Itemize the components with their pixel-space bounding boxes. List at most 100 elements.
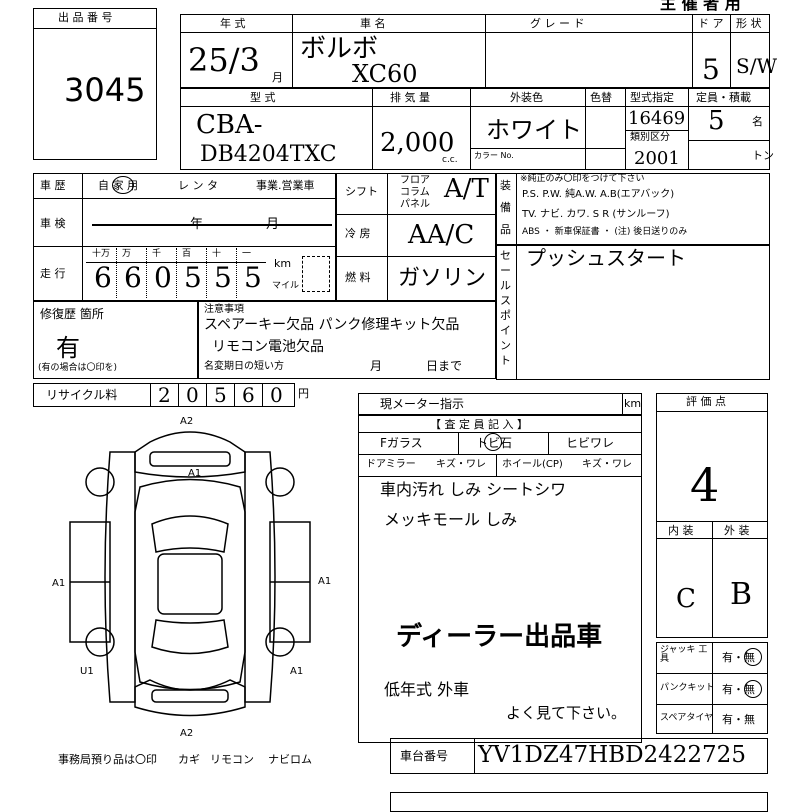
inspection-label: 車 検 — [40, 217, 66, 230]
repair-note: (有の場合は〇印を) — [38, 363, 118, 373]
history-label: 車 歴 — [40, 179, 66, 192]
exterior-value: B — [730, 577, 753, 612]
shift-panel: パネル — [400, 199, 430, 210]
meter-unit: km — [624, 397, 642, 410]
recycle-block — [33, 383, 295, 407]
notice-line-1: スペアーキー欠品 パンク修理キット欠品 — [204, 317, 460, 333]
interior-label: 内 装 — [668, 524, 694, 537]
mileage-header: 百 — [182, 249, 192, 259]
car-diagram: A2 A1 A1 A1 U1 A1 A2 — [52, 416, 331, 738]
year-header: 年 式 — [220, 17, 246, 30]
inspector-comment-1: 車内汚れ しみ シートシワ — [380, 480, 567, 499]
mark-right-rear: A1 — [290, 666, 303, 677]
color-change-header: 色替 — [590, 91, 612, 104]
mark-left: A1 — [52, 578, 65, 589]
footer-remote: リモコン — [210, 753, 254, 766]
inspector-comment-4: よく見て下さい。 — [506, 704, 627, 722]
inspector-block — [358, 415, 642, 743]
inspection-year: 年 — [190, 217, 204, 232]
capacity-value: 5 — [708, 106, 725, 136]
tool-kit-value: 有・無 — [722, 683, 755, 696]
wheel-label: ホイール(CP) — [502, 459, 563, 470]
mile-label: マイル — [272, 281, 300, 291]
capacity-unit: 名 — [752, 115, 763, 128]
dealer-stamp: ディーラー出品車 — [396, 622, 603, 652]
inspector-comment-3: 低年式 外車 — [384, 680, 470, 699]
mileage-digit: 5 — [214, 261, 232, 294]
repair-block — [33, 301, 198, 379]
tool-jack-label: ジャッキ 工 具 — [660, 645, 708, 664]
door-value: 5 — [702, 53, 720, 86]
mileage-header: 一 — [242, 249, 252, 259]
mileage-digit: 6 — [94, 261, 112, 294]
month-mark: 月 — [272, 71, 283, 84]
equip-line-3: ABS ・ 新車保証書 ・ (注) 後日送りのみ — [522, 227, 688, 237]
km-label: km — [274, 257, 292, 270]
lot-box — [33, 8, 157, 160]
tool-jack-value: 有・無 — [722, 651, 755, 664]
sales-point-char: セ — [500, 249, 511, 262]
mileage-digit: 6 — [124, 261, 142, 294]
repair-value: 有 — [56, 334, 80, 362]
meter-box — [358, 393, 642, 415]
mileage-header: 十 — [212, 249, 222, 259]
footer-office: 事務局預り品は〇印 — [58, 753, 157, 766]
row1-box — [180, 14, 770, 88]
inspector-title: 【 査 定 員 記 入 】 — [430, 418, 528, 431]
inspection-month: 月 — [266, 217, 280, 232]
model-value-1: CBA- — [196, 110, 263, 140]
lot-number: 3045 — [64, 71, 146, 109]
color-value: ホワイト — [486, 116, 582, 144]
displacement-header: 排 気 量 — [390, 91, 430, 104]
car-name-1: ボルボ — [300, 34, 379, 64]
aircon-value: AA/C — [408, 220, 475, 250]
mark-front: A2 — [180, 416, 193, 427]
mark-hood: A1 — [188, 468, 201, 479]
interior-value: C — [676, 584, 696, 614]
notice-sub: 名変期日の短い方 — [204, 361, 284, 372]
history-opt-rental: レ ン タ — [178, 179, 218, 192]
notice-block — [198, 301, 496, 379]
mark-rear: A2 — [180, 728, 193, 738]
recycle-digit: 6 — [242, 383, 255, 407]
fuel-label: 燃 料 — [345, 271, 371, 284]
mileage-header: 十万 — [92, 249, 111, 259]
aircon-label: 冷 房 — [345, 227, 371, 240]
model-value-2: DB4204TXC — [200, 142, 337, 167]
history-block — [33, 173, 336, 301]
jack-none-circle — [744, 648, 762, 666]
notice-label: 注意事項 — [204, 304, 244, 315]
shift-column: コラム — [400, 187, 430, 198]
class-label: 類別区分 — [630, 132, 670, 143]
grade-header: グ レ ー ド — [530, 17, 585, 30]
lot-label: 出 品 番 号 — [58, 11, 113, 24]
notice-day: 日まで — [426, 359, 463, 373]
sales-point-char: ン — [500, 339, 511, 352]
mileage-label: 走 行 — [40, 267, 66, 280]
sales-point-char: ル — [500, 279, 511, 292]
chip-circle — [484, 433, 502, 451]
crack-label: ヒビワレ — [566, 436, 615, 450]
type-value: 16469 — [628, 108, 686, 129]
door-header: ド ア — [698, 17, 724, 30]
sales-point-char: ト — [500, 354, 511, 367]
top-right-label: 主 催 者 用 — [660, 0, 741, 13]
repair-label: 修復歴 箇所 — [40, 307, 104, 321]
mirror-label: ドアミラー — [366, 459, 416, 470]
recycle-digit: 0 — [186, 383, 199, 407]
equip-note: ※純正のみ〇印をつけて下さい — [520, 174, 645, 184]
tool-kit-label: パンクキット — [660, 683, 715, 693]
ton-unit: トン — [752, 149, 774, 162]
score-value: 4 — [690, 458, 720, 512]
car-name-2: XC60 — [352, 60, 418, 88]
equip-char-3: 品 — [500, 223, 511, 236]
score-label: 評 価 点 — [686, 395, 726, 408]
history-circle — [112, 176, 134, 194]
sales-point-char: ス — [500, 294, 511, 307]
chassis-label: 車台番号 — [400, 749, 449, 763]
shift-value: A/T — [444, 174, 489, 204]
equipment-block — [496, 173, 770, 245]
fuel-value: ガソリン — [398, 266, 487, 291]
row2-box — [180, 88, 770, 170]
chassis-block — [390, 738, 768, 774]
